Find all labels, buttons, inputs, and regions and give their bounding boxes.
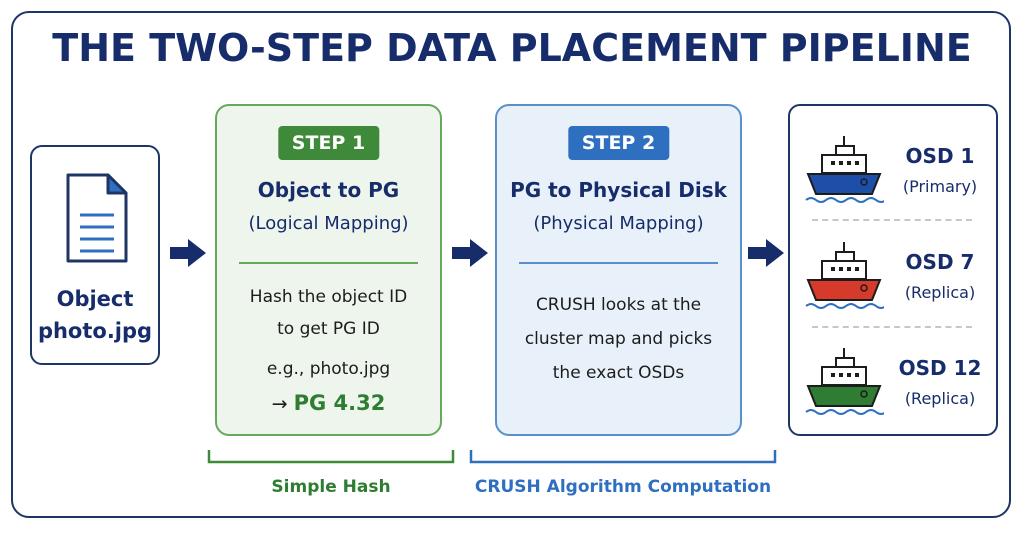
- step2-divider: [519, 262, 718, 264]
- step2-text-line2: cluster map and picks: [524, 329, 713, 349]
- object-label: Object photo.jpg: [32, 283, 158, 347]
- object-box: Object photo.jpg: [30, 145, 160, 365]
- osd-item: OSD 12 (Replica): [790, 326, 996, 426]
- ship-icon: [805, 242, 884, 309]
- pg-id: PG 4.32: [293, 391, 386, 415]
- ship-hull: [806, 385, 882, 407]
- osd-role: (Replica): [904, 389, 976, 408]
- step2-subtitle: (Physical Mapping): [533, 213, 704, 234]
- arrow-right-icon: [170, 239, 206, 267]
- osd-item: OSD 7 (Replica): [790, 220, 996, 320]
- step2-text-line1: CRUSH looks at the: [535, 295, 702, 315]
- object-label-line1: Object: [56, 287, 134, 311]
- step1-result: → PG 4.32: [217, 391, 440, 415]
- step1-badge: STEP 1: [277, 126, 380, 160]
- ship-icon: [805, 136, 884, 203]
- step2-title: PG to Physical Disk: [510, 178, 727, 202]
- object-label-line2: photo.jpg: [37, 319, 153, 343]
- ship-hull: [806, 279, 882, 301]
- document-icon: [66, 173, 128, 263]
- step1-subtitle: (Logical Mapping): [248, 213, 409, 234]
- osd-role: (Primary): [902, 177, 978, 196]
- arrow-right-icon: [452, 239, 488, 267]
- ship-icon: [805, 348, 884, 415]
- step1-text-line1: Hash the object ID: [249, 287, 408, 307]
- diagram-title: THE TWO-STEP DATA PLACEMENT PIPELINE: [52, 26, 972, 70]
- osd-divider: [812, 219, 972, 221]
- step2-bracket: [469, 450, 777, 464]
- step2-badge: STEP 2: [567, 126, 670, 160]
- result-arrow: →: [271, 393, 288, 415]
- step1-title: Object to PG: [257, 178, 400, 202]
- step1-text-line2: to get PG ID: [277, 319, 380, 339]
- diagram-frame: [11, 11, 1011, 518]
- osd-list: OSD 1 (Primary) OSD 7 (Replica): [788, 104, 998, 436]
- ship-hull: [806, 173, 882, 195]
- step1-bracket: [207, 450, 455, 464]
- step1-card: STEP 1 Object to PG (Logical Mapping) Ha…: [215, 104, 442, 436]
- step2-bracket-label: CRUSH Algorithm Computation: [474, 477, 772, 497]
- osd-name: OSD 12: [898, 356, 982, 380]
- step2-card: STEP 2 PG to Physical Disk (Physical Map…: [495, 104, 742, 436]
- arrow-right-icon: [748, 239, 784, 267]
- osd-name: OSD 1: [905, 144, 975, 168]
- step1-example: e.g., photo.jpg: [266, 359, 391, 379]
- osd-divider: [812, 326, 972, 328]
- step1-divider: [239, 262, 418, 264]
- step2-text-line3: the exact OSDs: [552, 363, 685, 383]
- osd-item: OSD 1 (Primary): [790, 114, 996, 214]
- osd-role: (Replica): [904, 283, 976, 302]
- osd-name: OSD 7: [905, 250, 975, 274]
- step1-bracket-label: Simple Hash: [271, 477, 391, 497]
